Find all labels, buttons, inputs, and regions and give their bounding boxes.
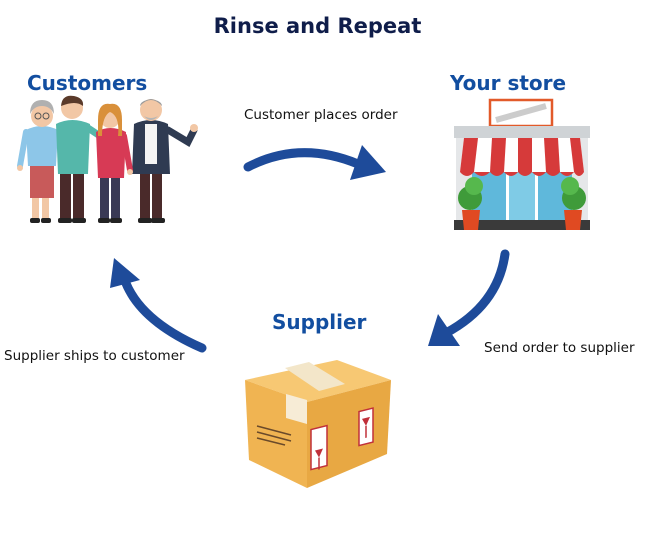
diagram-title: Rinse and Repeat: [213, 14, 422, 38]
storefront-icon: [454, 98, 590, 230]
people-group-icon: [17, 95, 198, 223]
cardboard-box-icon: [245, 360, 391, 488]
customers-label: Customers: [27, 71, 148, 95]
store-label: Your store: [450, 71, 567, 95]
supplier-label: Supplier: [272, 310, 367, 334]
edge-label-customer-to-store: Customer places order: [244, 107, 398, 123]
edge-label-supplier-to-customer: Supplier ships to customer: [4, 348, 185, 364]
edge-label-store-to-supplier: Send order to supplier: [484, 340, 635, 356]
